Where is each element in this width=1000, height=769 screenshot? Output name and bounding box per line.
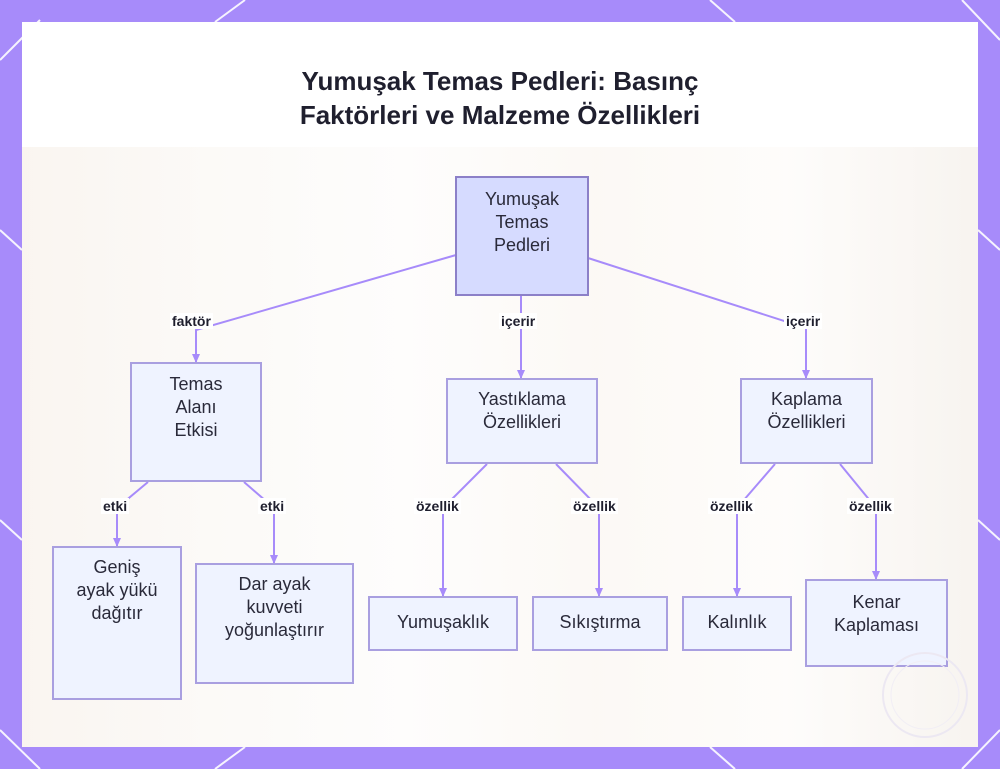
node-root: Yumuşak Temas Pedleri <box>455 176 589 296</box>
edge-kaplama-kalinlik <box>737 464 775 596</box>
node-dar-line-2: kuvveti <box>197 596 352 619</box>
node-kenar-line-1: Kenar <box>807 591 946 614</box>
node-kenar-line-2: Kaplaması <box>807 614 946 637</box>
edge-label-faktor: faktör <box>170 313 213 329</box>
node-sikistirma-line-1: Sıkıştırma <box>534 611 666 634</box>
node-kaplama-line-1: Kaplama <box>742 388 871 411</box>
node-yumusaklik: Yumuşaklık <box>368 596 518 651</box>
node-temas-line-2: Alanı <box>132 396 260 419</box>
node-temas-line-1: Temas <box>132 373 260 396</box>
edge-label-ozellik-1: özellik <box>414 498 461 514</box>
node-genis-line-1: Geniş <box>54 556 180 579</box>
node-root-line-3: Pedleri <box>457 234 587 257</box>
edge-label-icerir-2: içerir <box>784 313 822 329</box>
edge-yastiklama-sikistirma <box>556 464 599 596</box>
node-yumusaklik-line-1: Yumuşaklık <box>370 611 516 634</box>
node-kaplama-line-2: Özellikleri <box>742 411 871 434</box>
node-dar: Dar ayak kuvveti yoğunlaştırır <box>195 563 354 684</box>
edge-kaplama-kenar <box>840 464 876 579</box>
node-temas-alani: Temas Alanı Etkisi <box>130 362 262 482</box>
node-kaplama: Kaplama Özellikleri <box>740 378 873 464</box>
node-kalinlik-line-1: Kalınlık <box>684 611 790 634</box>
node-sikistirma: Sıkıştırma <box>532 596 668 651</box>
node-root-line-2: Temas <box>457 211 587 234</box>
node-kalinlik: Kalınlık <box>682 596 792 651</box>
node-yastiklama-line-2: Özellikleri <box>448 411 596 434</box>
node-dar-line-3: yoğunlaştırır <box>197 619 352 642</box>
node-temas-line-3: Etkisi <box>132 419 260 442</box>
node-genis-line-2: ayak yükü <box>54 579 180 602</box>
edge-root-kaplama <box>588 258 806 378</box>
edge-yastiklama-yumusaklik <box>443 464 487 596</box>
edge-label-ozellik-3: özellik <box>708 498 755 514</box>
node-root-line-1: Yumuşak <box>457 188 587 211</box>
watermark-badge-icon <box>880 650 970 740</box>
edge-label-etki-2: etki <box>258 498 286 514</box>
node-genis: Geniş ayak yükü dağıtır <box>52 546 182 700</box>
edge-temas-dar <box>244 482 274 563</box>
node-dar-line-1: Dar ayak <box>197 573 352 596</box>
edge-label-ozellik-2: özellik <box>571 498 618 514</box>
edge-label-icerir-1: içerir <box>499 313 537 329</box>
edge-temas-genis <box>117 482 148 546</box>
edge-root-temas <box>196 255 456 362</box>
edge-label-etki-1: etki <box>101 498 129 514</box>
node-genis-line-3: dağıtır <box>54 602 180 625</box>
node-yastiklama: Yastıklama Özellikleri <box>446 378 598 464</box>
edge-label-ozellik-4: özellik <box>847 498 894 514</box>
node-yastiklama-line-1: Yastıklama <box>448 388 596 411</box>
